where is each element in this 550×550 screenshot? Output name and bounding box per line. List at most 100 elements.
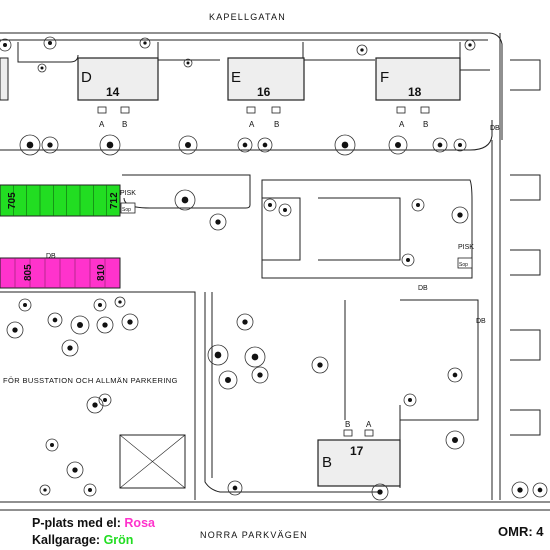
tree <box>61 339 79 357</box>
tree <box>278 203 292 217</box>
building-d: D 14 A B <box>77 57 159 129</box>
entrance-label: B <box>274 120 279 129</box>
tree-trunk <box>257 372 263 378</box>
tree <box>66 461 84 479</box>
tree <box>96 316 114 334</box>
tree-trunk <box>67 345 73 351</box>
tree-trunk <box>452 437 458 443</box>
road-outlines <box>0 32 550 511</box>
tree-trunk <box>251 353 259 361</box>
tree <box>43 36 57 50</box>
tree-trunk <box>12 327 18 333</box>
parking-last-number: 810 <box>96 264 107 281</box>
tree-trunk <box>103 398 107 402</box>
tree-trunk <box>47 142 53 148</box>
trees <box>0 36 548 501</box>
tree <box>19 134 41 156</box>
tree-trunk <box>127 319 133 325</box>
parking-pink: 805 810 <box>0 257 121 289</box>
legend-electric-parking: P-plats med el: Rosa <box>32 516 155 530</box>
building-number: 14 <box>106 85 120 99</box>
tree <box>207 344 229 366</box>
tree <box>311 356 329 374</box>
tree-trunk <box>283 208 287 212</box>
building-letter: D <box>81 69 92 86</box>
tree <box>45 438 59 452</box>
db-label: DB <box>418 285 428 292</box>
tree-trunk <box>537 487 543 493</box>
garage-last-number: 712 <box>109 192 120 209</box>
db-label: DB <box>476 318 486 325</box>
tree-trunk <box>317 362 323 368</box>
tree <box>237 137 253 153</box>
tree-trunk <box>106 141 114 149</box>
building-number: 18 <box>408 85 422 99</box>
tree-trunk <box>232 485 238 491</box>
tree-trunk <box>88 488 92 492</box>
tree <box>174 189 196 211</box>
tree <box>183 58 193 68</box>
tree-trunk <box>458 143 462 147</box>
tree <box>451 206 469 224</box>
entrance-label: A <box>99 120 105 129</box>
tree-trunk <box>92 402 98 408</box>
pisk-label: PISK <box>120 190 136 197</box>
tree-trunk <box>395 142 401 148</box>
legend-cold-garage: Kallgarage: Grön <box>32 533 133 547</box>
tree <box>6 321 24 339</box>
tree-trunk <box>468 43 472 47</box>
tree-trunk <box>225 377 231 383</box>
tree-trunk <box>452 372 458 378</box>
tree-trunk <box>143 41 147 45</box>
sop-label: Sop <box>122 207 131 213</box>
building-letter: F <box>380 69 389 86</box>
sop-box <box>457 257 473 269</box>
tree <box>511 481 529 499</box>
area-code: OMR: 4 <box>498 524 544 539</box>
building-e: E 16 A B <box>227 57 305 129</box>
garage-first-number: 705 <box>7 192 18 209</box>
tree-trunk <box>52 317 58 323</box>
tree-trunk <box>416 203 420 207</box>
tree <box>86 396 104 414</box>
tree <box>39 484 51 496</box>
tree <box>209 213 227 231</box>
tree <box>18 298 32 312</box>
tree <box>464 39 476 51</box>
entrance-label: B <box>122 120 127 129</box>
tree <box>0 38 12 52</box>
building-number: 17 <box>350 444 364 458</box>
tree-trunk <box>26 141 34 149</box>
tree-trunk <box>72 467 78 473</box>
building-partial-west <box>0 57 9 101</box>
parking-first-number: 805 <box>23 264 34 281</box>
db-label: DB <box>490 125 500 132</box>
entrance-steps <box>97 106 430 437</box>
building-b: B 17 B A <box>317 420 401 487</box>
tree-trunk <box>3 43 7 47</box>
tree <box>218 370 238 390</box>
tree <box>236 313 254 331</box>
tree <box>251 366 269 384</box>
tree <box>453 138 467 152</box>
entrance-label: B <box>423 120 428 129</box>
tree <box>432 137 448 153</box>
tree <box>121 313 139 331</box>
tree-trunk <box>268 203 272 207</box>
tree <box>98 393 112 407</box>
building-f: F 18 A B <box>375 57 461 129</box>
tree <box>114 296 126 308</box>
tree <box>227 480 243 496</box>
tree-trunk <box>341 141 349 149</box>
tree <box>532 482 548 498</box>
pisk-label: PISK <box>458 244 474 251</box>
tree-trunk <box>186 61 190 65</box>
tree-trunk <box>262 142 268 148</box>
tree-trunk <box>98 303 102 307</box>
tree <box>445 430 465 450</box>
tree <box>356 44 368 56</box>
tree <box>263 198 277 212</box>
tree <box>70 315 90 335</box>
tree <box>178 135 198 155</box>
tree-trunk <box>48 41 52 45</box>
